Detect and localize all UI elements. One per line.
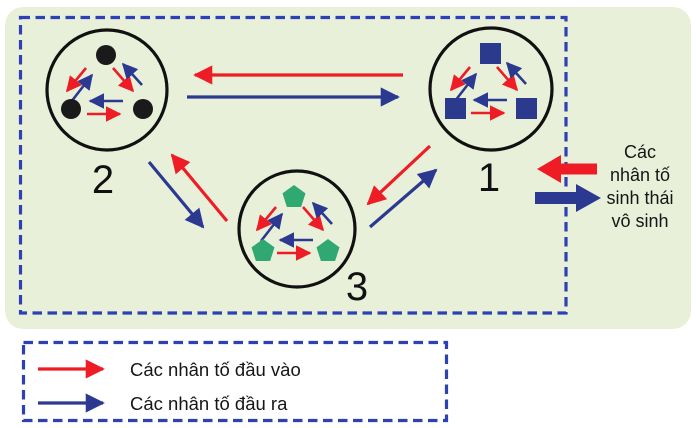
community-circle-2 [45, 28, 169, 152]
community-circle-1 [428, 26, 554, 152]
circle-3-label: 3 [346, 265, 368, 309]
legend-input-label: Các nhân tố đầu vào [130, 359, 301, 380]
square-shape-icon [480, 43, 501, 64]
green-panel [5, 7, 691, 329]
dot-shape-icon [61, 99, 81, 119]
circle-1-label: 1 [478, 156, 500, 200]
red-arrow-3-to-2 [170, 153, 229, 223]
circle-2-label: 2 [92, 158, 114, 202]
red-arrow-1-to-3 [366, 144, 432, 206]
dot-shape-icon [96, 45, 116, 65]
legend: Các nhân tố đầu vào Các nhân tố đầu ra [21, 340, 449, 423]
community-circle-3 [237, 169, 357, 289]
side-note-line-4: vô sinh [611, 211, 668, 231]
square-shape-icon [516, 98, 537, 119]
blue-arrow-3-to-1 [368, 168, 438, 229]
pentagon-shape-icon [251, 239, 275, 261]
dot-shape-icon [133, 99, 153, 119]
side-note-line-1: Các [624, 142, 656, 162]
side-note-line-3: sinh thái [606, 188, 673, 208]
legend-output-label: Các nhân tố đầu ra [130, 393, 288, 414]
square-shape-icon [445, 98, 466, 119]
abiotic-output-arrow-icon [535, 184, 601, 212]
pentagon-shape-icon [282, 185, 306, 207]
abiotic-side-note: Các nhân tố sinh thái vô sinh [606, 142, 673, 231]
pentagon-shape-icon [316, 239, 340, 261]
abiotic-input-arrow-icon [537, 155, 597, 183]
blue-arrow-2-to-3 [147, 160, 205, 229]
side-note-line-2: nhân tố [610, 165, 670, 185]
